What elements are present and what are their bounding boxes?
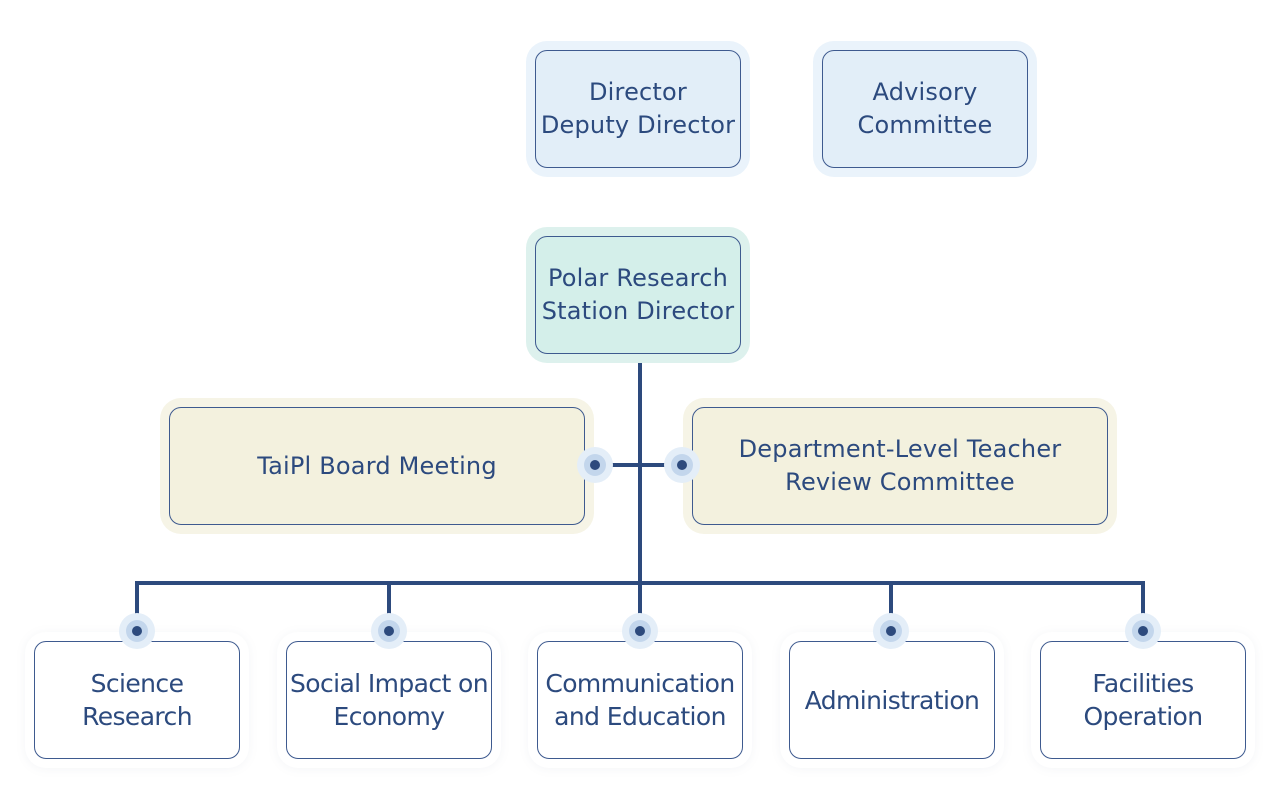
review-committee-box: Department-Level Teacher Review Committe… xyxy=(692,407,1108,525)
facilities-connector-dot xyxy=(1125,613,1161,649)
review-committee-line1: Department-Level Teacher xyxy=(738,435,1062,463)
advisory-label-line1: Advisory xyxy=(872,78,978,106)
facilities-line1: Facilities xyxy=(1092,669,1194,698)
administration-connector-dot xyxy=(873,613,909,649)
communication-line2: and Education xyxy=(554,702,726,731)
science-research-label: Science Research xyxy=(82,669,192,731)
board-meeting-box: TaiPl Board Meeting xyxy=(169,407,585,525)
communication-connector-dot xyxy=(622,613,658,649)
social-connector-dot xyxy=(371,613,407,649)
station-director-line2: Station Director xyxy=(541,297,735,325)
advisory-label-line2: Committee xyxy=(857,111,993,139)
social-impact-line1: Social Impact on xyxy=(289,669,489,698)
deputy-director-label: Deputy Director xyxy=(540,111,736,139)
administration-box: Administration xyxy=(789,641,995,759)
science-research-box: Science Research xyxy=(34,641,240,759)
review-committee-line2: Review Committee xyxy=(785,468,1015,496)
communication-line1: Communication xyxy=(545,669,735,698)
science-connector-dot xyxy=(119,613,155,649)
board-connector-dot-left xyxy=(577,447,613,483)
director-box: Director Deputy Director xyxy=(535,50,741,168)
communication-education-box: Communication and Education xyxy=(537,641,743,759)
social-impact-box: Social Impact on Economy xyxy=(286,641,492,759)
board-connector-dot-right xyxy=(664,447,700,483)
board-meeting-label: TaiPl Board Meeting xyxy=(257,451,497,480)
facilities-operation-box: Facilities Operation xyxy=(1040,641,1246,759)
director-label: Director xyxy=(588,78,687,106)
social-impact-line2: Economy xyxy=(333,702,446,731)
advisory-committee-box: Advisory Committee xyxy=(822,50,1028,168)
facilities-line2: Operation xyxy=(1083,702,1203,731)
station-director-box: Polar Research Station Director xyxy=(535,236,741,354)
administration-label: Administration xyxy=(804,685,980,715)
station-director-line1: Polar Research xyxy=(547,264,729,292)
